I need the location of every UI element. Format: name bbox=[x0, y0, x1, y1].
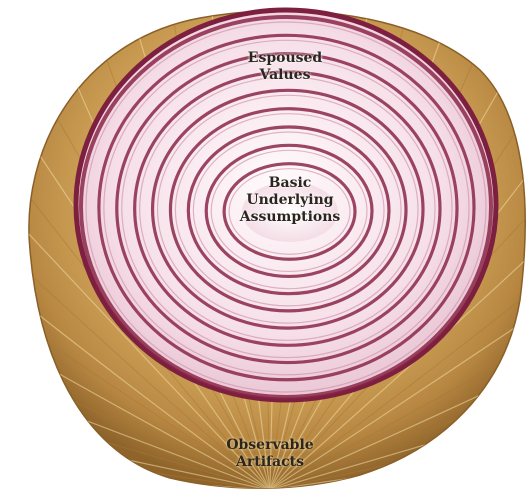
observable-artifacts-label: Observable Artifacts bbox=[205, 437, 335, 471]
espoused-values-label: Espoused Values bbox=[225, 50, 345, 84]
basic-underlying-assumptions-label: Basic Underlying Assumptions bbox=[220, 175, 360, 226]
